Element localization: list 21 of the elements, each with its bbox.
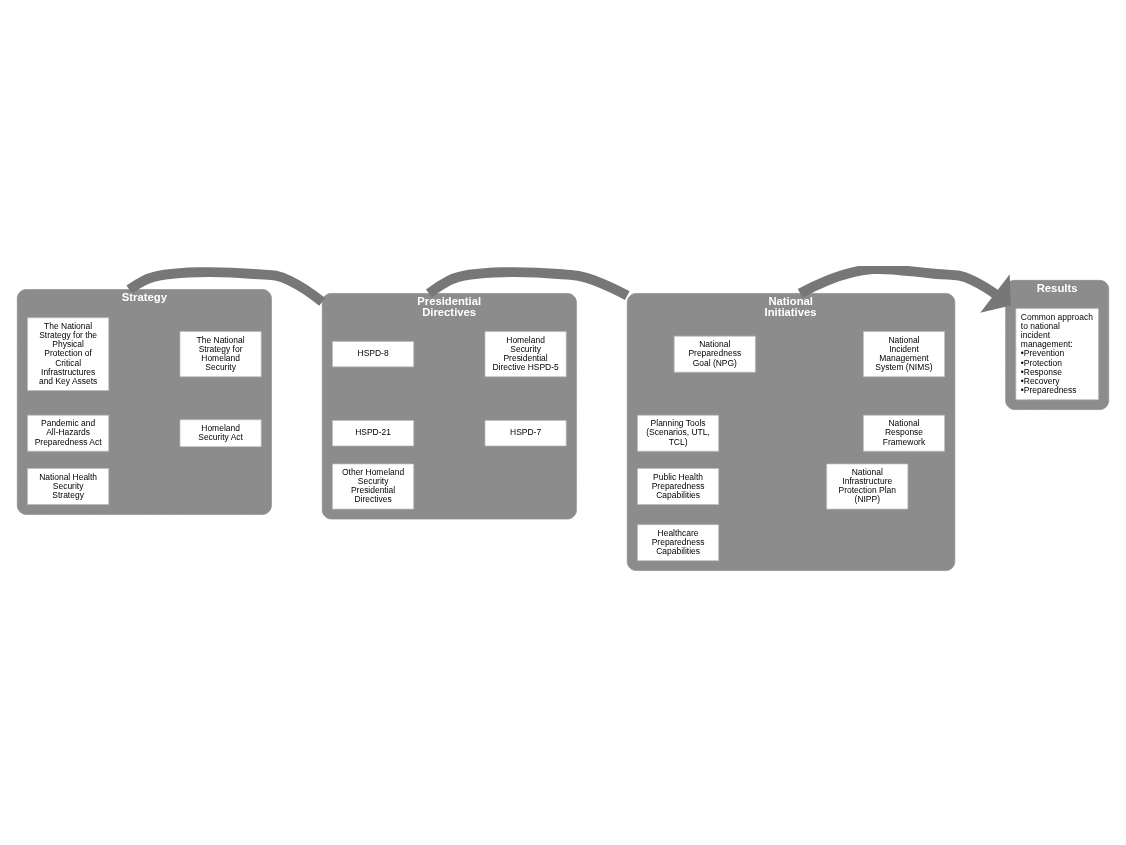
node-box: Planning Tools (Scenarios, UTL, TCL)	[637, 414, 720, 452]
node-box: The National Strategy for Homeland Security	[179, 331, 262, 378]
node-box: Homeland Security Presidential Directive HSPD-5	[484, 331, 567, 378]
node-box: National Incident Management System (NIMS)	[863, 331, 945, 378]
node-box: HSPD-21	[332, 420, 415, 447]
node-box: National Response Framework	[863, 414, 945, 452]
node-box: Homeland Security Act	[179, 419, 262, 447]
node-box: The National Strategy for the Physical Protection of Critical Infrastructures and Key Assets	[27, 317, 110, 391]
connector	[425, 267, 630, 300]
node-box: Other Homeland Security Presidential Directives	[332, 463, 415, 510]
node-box: HSPD-8	[332, 341, 415, 368]
arrow	[797, 266, 1011, 313]
node-box: Healthcare Preparedness Capabilities	[637, 524, 720, 561]
node-box: National Health Security Strategy	[27, 468, 110, 505]
node-box: Common approach to national incident management: •Prevention •Protection •Response •Recovery •Preparedness	[1015, 308, 1099, 401]
connector	[126, 267, 326, 306]
node-box: Pandemic and All-Hazards Preparedness Act	[27, 414, 110, 452]
node-box: Public Health Preparedness Capabilities	[637, 468, 720, 505]
node-box: HSPD-7	[484, 420, 567, 447]
node-box: National Infrastructure Protection Plan (NIPP)	[826, 463, 909, 510]
node-box: National Preparedness Goal (NPG)	[673, 335, 756, 373]
